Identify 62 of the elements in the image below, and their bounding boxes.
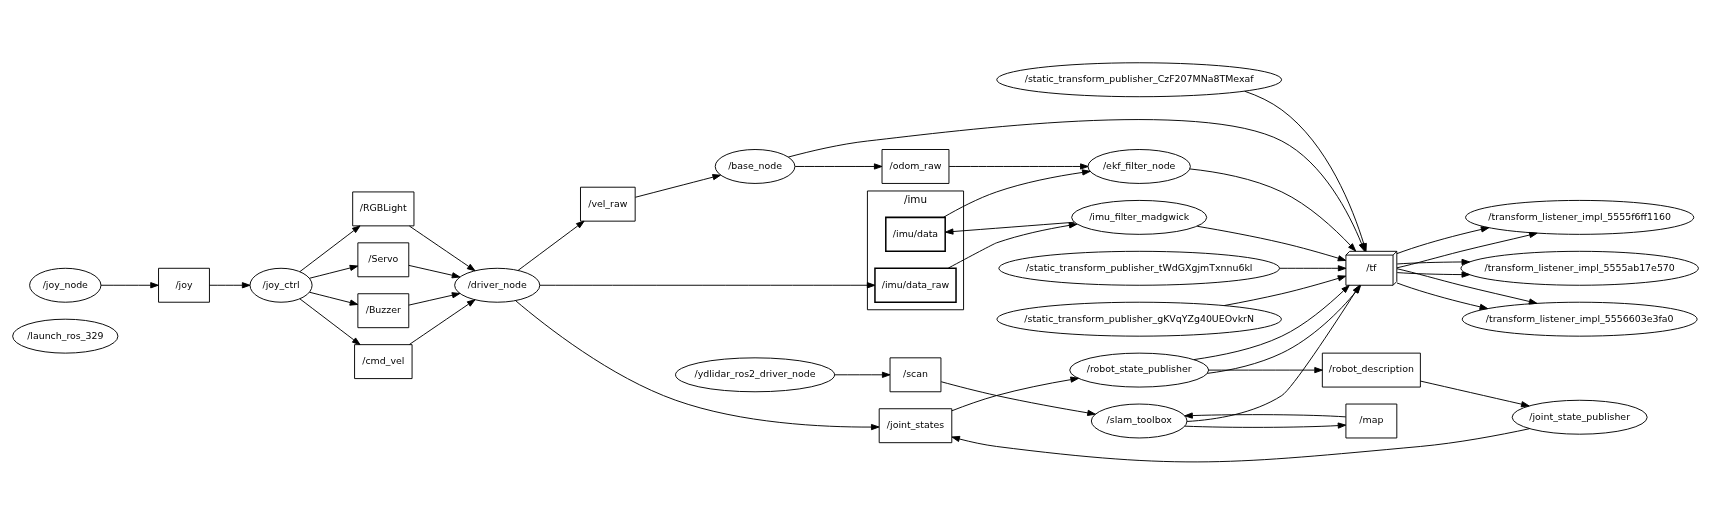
arrow [794, 163, 883, 170]
arrow [299, 225, 361, 273]
arrow [408, 299, 476, 345]
node-box: /imu/data_raw [874, 267, 957, 303]
arrow [1184, 412, 1347, 419]
arrow [1208, 367, 1323, 374]
arrow [1396, 282, 1489, 310]
arrow [100, 282, 159, 289]
node-ellipse: /driver_node [454, 267, 541, 303]
arrow [408, 292, 461, 306]
node-box: /imu/data [885, 216, 946, 253]
arrow [1184, 422, 1347, 429]
node-box: /odom_raw [881, 149, 950, 184]
arrow [1396, 226, 1490, 255]
node-box: /cmd_vel [354, 344, 413, 380]
arrow [834, 371, 891, 378]
node-ellipse: /joy_node [29, 267, 102, 303]
arrow [951, 428, 1530, 463]
node-box: /robot_description [1321, 352, 1421, 388]
arrow [1396, 268, 1538, 305]
arrow [1279, 265, 1347, 272]
arrow [308, 264, 359, 279]
node-ellipse: /joy_ctrl [249, 267, 313, 303]
arrow [209, 282, 251, 289]
arrow [408, 225, 476, 272]
node-ellipse: /launch_ros_329 [12, 318, 119, 354]
arrow [1196, 225, 1347, 262]
arrow [947, 222, 1078, 269]
node-box: /Buzzer [357, 293, 410, 329]
arrow [1193, 285, 1350, 361]
arrow [517, 220, 585, 271]
arrow [951, 376, 1079, 412]
arrow [1223, 275, 1347, 306]
arrow [408, 264, 461, 279]
arrow [1396, 231, 1538, 269]
arrow [940, 381, 1096, 416]
node-box: /RGBLight [352, 191, 415, 227]
arrow [1189, 168, 1357, 252]
node-box: /scan [889, 357, 942, 393]
arrow [1396, 271, 1470, 278]
node-ellipse: /static_transform_publisher_gKVqYZg40UEOvkrN [996, 301, 1282, 337]
node-ellipse: /imu_filter_madgwick [1071, 199, 1208, 235]
node-ellipse: /static_transform_publisher_tWdGXgjmTxnnu6kl [998, 250, 1280, 286]
arrow [944, 221, 1075, 235]
node-ellipse: /ekf_filter_node [1087, 149, 1191, 184]
node-box: /joint_states [878, 408, 953, 444]
arrow [948, 163, 1089, 170]
arrow [1419, 380, 1530, 408]
arrow [634, 174, 721, 198]
node-box: /Servo [357, 242, 410, 278]
arrow [1396, 258, 1470, 266]
arrow [299, 298, 361, 346]
node-box: /vel_raw [580, 186, 636, 222]
node-ellipse: /slam_toolbox [1090, 403, 1188, 439]
node-box: /map [1345, 403, 1398, 439]
arrow [539, 282, 876, 289]
arrow [943, 169, 1091, 218]
node-ellipse: /ydlidar_ros2_driver_node [675, 357, 836, 393]
arrow [515, 300, 880, 431]
arrow [308, 291, 359, 306]
node-box: /joy [158, 267, 210, 303]
node-ellipse: /static_transform_publisher_CzF207MNa8TMexaf [996, 62, 1283, 98]
